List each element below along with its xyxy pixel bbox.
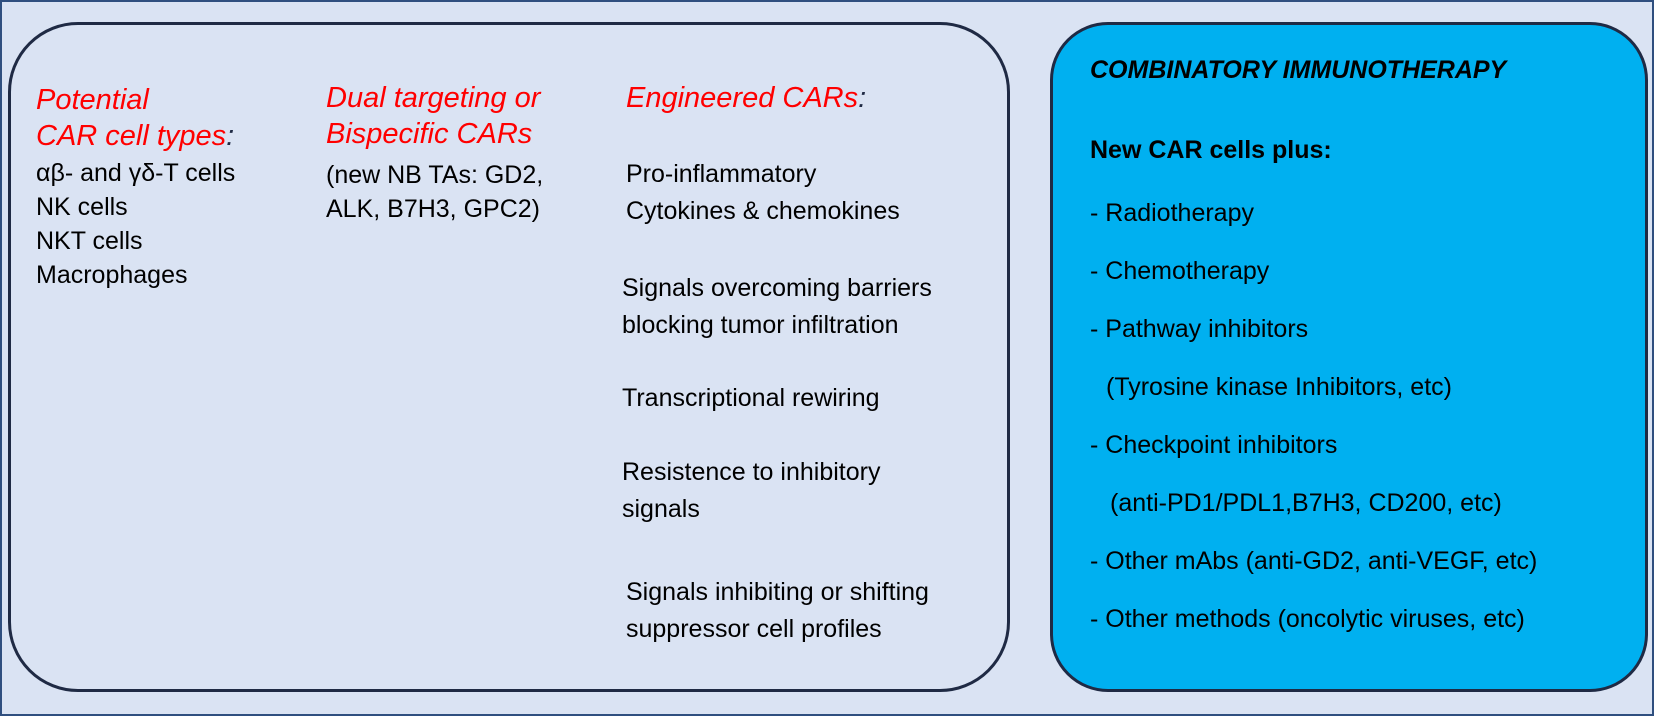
feature-rewiring: Transcriptional rewiring [622, 380, 880, 417]
cell-types-list: αβ- and γδ-T cells NK cells NKT cells Ma… [36, 156, 235, 292]
list-item: - Other methods (oncolytic viruses, etc) [1090, 605, 1525, 633]
combinatory-title: COMBINATORY IMMUNOTHERAPY [1090, 56, 1507, 84]
dual-targeting-body: (new NB TAs: GD2, ALK, B7H3, GPC2) [326, 158, 543, 226]
feature-cytokines: Pro-inflammatory Cytokines & chemokines [626, 156, 900, 230]
feature-line: Signals overcoming barriers [622, 274, 932, 302]
feature-line: Cytokines & chemokines [626, 197, 900, 225]
list-item: αβ- and γδ-T cells [36, 159, 236, 187]
feature-infiltration: Signals overcoming barriers blocking tum… [622, 270, 932, 344]
cell-types-heading-line2: CAR cell types [36, 120, 227, 152]
engineered-cars-heading-text: Engineered CARs [626, 82, 859, 114]
dual-targeting-heading: Dual targeting or Bispecific CARs [326, 80, 540, 152]
feature-line: suppressor cell profiles [626, 615, 882, 643]
list-item: - Other mAbs (anti-GD2, anti-VEGF, etc) [1090, 547, 1538, 575]
dual-targeting-body-line1: (new NB TAs: GD2, [326, 161, 544, 189]
list-item: - Radiotherapy [1090, 199, 1254, 227]
feature-resistance: Resistence to inhibitory signals [622, 454, 880, 528]
list-item: NK cells [36, 193, 128, 221]
list-item: - Pathway inhibitors [1090, 315, 1309, 343]
feature-line: Pro-inflammatory [626, 160, 817, 188]
cell-types-heading: Potential CAR cell types: [36, 82, 234, 154]
engineered-cars-heading-colon: : [858, 82, 867, 114]
car-strategies-panel [8, 22, 1010, 692]
list-item: - Checkpoint inhibitors [1090, 431, 1338, 459]
feature-suppressor: Signals inhibiting or shifting suppresso… [626, 574, 929, 648]
list-item: (Tyrosine kinase Inhibitors, etc) [1106, 373, 1452, 401]
feature-line: signals [622, 495, 700, 523]
dual-targeting-heading-line2: Bispecific CARs [326, 118, 533, 150]
feature-line: blocking tumor infiltration [622, 311, 899, 339]
feature-line: Signals inhibiting or shifting [626, 578, 929, 606]
list-item: Macrophages [36, 261, 188, 289]
list-item: NKT cells [36, 227, 143, 255]
engineered-cars-heading: Engineered CARs: [626, 80, 866, 116]
feature-line: Transcriptional rewiring [622, 384, 880, 412]
dual-targeting-body-line2: ALK, B7H3, GPC2) [326, 195, 540, 223]
dual-targeting-heading-line1: Dual targeting or [326, 82, 541, 114]
cell-types-heading-colon: : [226, 120, 235, 152]
combinatory-subtitle: New CAR cells plus: [1090, 136, 1332, 164]
list-item: (anti-PD1/PDL1,B7H3, CD200, etc) [1110, 489, 1502, 517]
cell-types-heading-line1: Potential [36, 84, 149, 116]
list-item: - Chemotherapy [1090, 257, 1270, 285]
feature-line: Resistence to inhibitory [622, 458, 881, 486]
combinatory-therapy-panel [1050, 22, 1648, 692]
